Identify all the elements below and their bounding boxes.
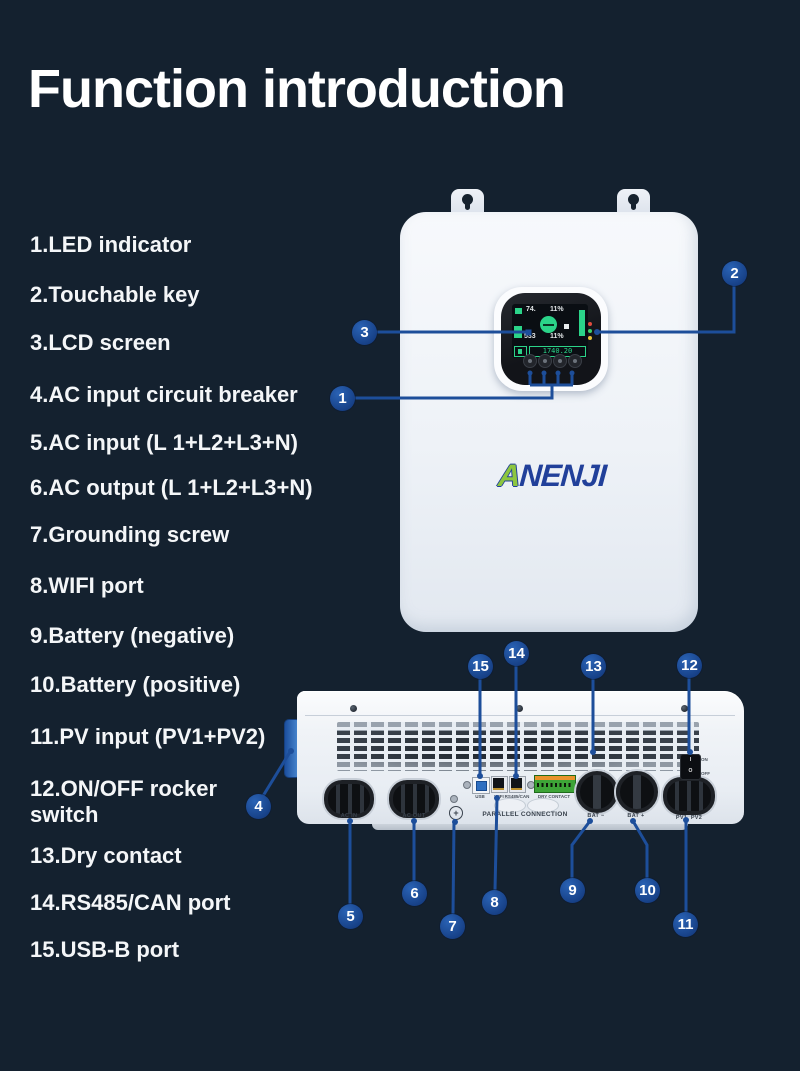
- feature-item-7: 7.Grounding screw: [30, 522, 230, 547]
- callout-badge-1: 1: [330, 386, 355, 411]
- screw-icon: [463, 781, 471, 789]
- touch-key-3[interactable]: [553, 354, 567, 368]
- led-yellow-icon: [588, 336, 592, 340]
- load-bar-icon: [579, 310, 585, 336]
- callout-badge-13: 13: [581, 654, 606, 679]
- callout-badge-4: 4: [246, 794, 271, 819]
- feature-item-4: 4.AC input circuit breaker: [30, 382, 298, 407]
- logo-rest: NENJI: [518, 458, 608, 493]
- feature-item-3: 3.LCD screen: [30, 330, 171, 355]
- usb-b-port[interactable]: [472, 777, 490, 794]
- ac-in-label: AC IN: [340, 813, 358, 819]
- page-title: Function introduction: [28, 59, 566, 119]
- brand-logo: ANENJI: [493, 458, 612, 494]
- screw-icon: [350, 705, 357, 712]
- rs485-label: RS485/CAN: [504, 794, 530, 799]
- screen-top-percent: 11%: [550, 306, 564, 313]
- callout-badge-14: 14: [504, 641, 529, 666]
- ac-out-label: AC OUT: [402, 813, 426, 819]
- touch-key-2[interactable]: [538, 354, 552, 368]
- callout-badge-2: 2: [722, 261, 747, 286]
- keyhole-slot-icon: [465, 202, 470, 210]
- inverter-status-icon: [540, 316, 557, 333]
- bat-minus-label: BAT −: [587, 813, 605, 819]
- feature-item-14: 14.RS485/CAN port: [30, 890, 231, 915]
- feature-item-8: 8.WIFI port: [30, 573, 144, 598]
- touch-key-1[interactable]: [523, 354, 537, 368]
- pv-panel-icon: [515, 308, 522, 314]
- screen-mode-icon: [514, 346, 527, 357]
- battery-negative-port[interactable]: [576, 771, 618, 813]
- led-red-icon: [588, 322, 592, 326]
- lcd-screen: 74. 11% 533 11% 1740.20: [512, 304, 588, 358]
- blank-cover-oval: [527, 798, 559, 813]
- feature-item-11: 11.PV input (PV1+PV2): [30, 724, 266, 749]
- screen-top-value: 74.: [526, 306, 536, 313]
- wifi-port[interactable]: [491, 776, 508, 793]
- mounting-ear-right: [617, 189, 650, 214]
- bat-plus-label: BAT +: [627, 813, 645, 819]
- feature-item-15: 15.USB-B port: [30, 937, 180, 962]
- feature-item-6: 6.AC output (L 1+L2+L3+N): [30, 475, 313, 500]
- pv-label: PV1 PV2: [675, 815, 703, 821]
- feature-item-12: 12.ON/OFF rocker switch: [30, 776, 218, 827]
- screw-icon: [450, 795, 458, 803]
- feature-item-2: 2.Touchable key: [30, 282, 200, 307]
- logo-letter-a: A: [496, 458, 521, 493]
- chassis-bottom-lip: [372, 824, 688, 830]
- battery-icon: [514, 326, 522, 338]
- callout-badge-11: 11: [673, 912, 698, 937]
- usb-label: USB: [475, 794, 485, 799]
- callout-badge-5: 5: [338, 904, 363, 929]
- pv-input-port[interactable]: [663, 777, 715, 815]
- grid-icon: [564, 324, 569, 329]
- callout-badge-3: 3: [352, 320, 377, 345]
- keyhole-icon: [628, 194, 639, 205]
- ac-in-port[interactable]: [324, 780, 374, 818]
- feature-item-13: 13.Dry contact: [30, 843, 182, 868]
- screen-mid-percent: 11%: [550, 333, 564, 340]
- callout-badge-8: 8: [482, 890, 507, 915]
- screw-icon: [681, 705, 688, 712]
- dry-contact-label: DRY CONTACT: [537, 794, 571, 799]
- rs485-can-port[interactable]: [509, 776, 526, 793]
- feature-item-5: 5.AC input (L 1+L2+L3+N): [30, 430, 298, 455]
- keyhole-slot-icon: [631, 202, 636, 210]
- screen-mid-value: 533: [524, 333, 536, 340]
- callout-badge-7: 7: [440, 914, 465, 939]
- ac-out-port[interactable]: [389, 780, 439, 818]
- battery-positive-port[interactable]: [616, 771, 658, 813]
- callout-badge-6: 6: [402, 881, 427, 906]
- chassis-seam: [305, 715, 735, 716]
- grounding-screw-icon[interactable]: +: [449, 806, 463, 820]
- callout-badge-15: 15: [468, 654, 493, 679]
- feature-item-1: 1.LED indicator: [30, 232, 192, 257]
- feature-item-10: 10.Battery (positive): [30, 672, 241, 697]
- off-label: OFF: [701, 771, 710, 776]
- callout-badge-12: 12: [677, 653, 702, 678]
- dry-contact-terminal[interactable]: [534, 775, 576, 793]
- callout-badge-10: 10: [635, 878, 660, 903]
- keyhole-icon: [462, 194, 473, 205]
- inverter-front-body: [400, 212, 698, 632]
- feature-item-9: 9.Battery (negative): [30, 623, 235, 648]
- mounting-ear-left: [451, 189, 484, 214]
- led-green-icon: [588, 329, 592, 333]
- screw-icon: [516, 705, 523, 712]
- touch-key-4[interactable]: [568, 354, 582, 368]
- callout-badge-9: 9: [560, 878, 585, 903]
- parallel-connection-label: PARALLEL CONNECTION: [482, 811, 568, 818]
- on-label: ON: [701, 757, 708, 762]
- ventilation-grille: [337, 722, 699, 771]
